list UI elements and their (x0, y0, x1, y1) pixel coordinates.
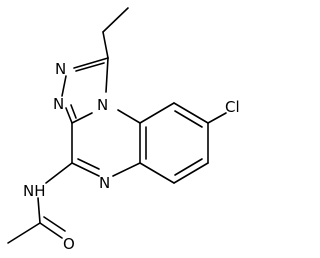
bond-ethyl-ch2 (102, 31, 109, 59)
molecule-structure: N N N N Cl NH O (7, 7, 240, 253)
atom-n-triazole-2: N (53, 95, 64, 113)
bond-c9a-c10 (139, 102, 175, 124)
bond-c10-c11-double-inner (174, 110, 203, 128)
bond-c-o-double (39, 222, 63, 239)
atom-n-bridgehead: N (97, 96, 108, 114)
bond-c4-n5-double (71, 162, 100, 177)
bond-c1-n2-double (73, 57, 109, 69)
bond-c11-cl (207, 112, 227, 124)
bond-n3-c3a-double-inner (70, 104, 77, 119)
bond-nh-co (37, 197, 41, 224)
bond-c12-c13-double-inner (174, 158, 203, 176)
bond-c4-n5-double-inner (77, 158, 100, 170)
bond-c9a-n9 (117, 109, 141, 124)
bond-n2-n3 (61, 75, 67, 97)
bond-c10-c11-double (173, 102, 209, 124)
bond-n5-c5a (112, 162, 141, 177)
bond-c13-c5a (139, 162, 175, 184)
bond-n9-c1 (105, 57, 109, 93)
atom-amide-nh: NH (23, 182, 46, 200)
bond-c4-nh (45, 162, 73, 184)
atom-n-pyrazine: N (99, 174, 110, 192)
structure-canvas: N N N N Cl NH O (7, 7, 240, 253)
bond-ethyl-ch3 (102, 7, 129, 33)
atom-n-triazole-1: N (55, 60, 66, 78)
bond-c12-c13-double (173, 162, 209, 184)
bond-n3-c3a-double (65, 107, 73, 124)
bond-c-o-double-inner (43, 216, 66, 232)
bond-c3a-n9 (71, 112, 93, 124)
atom-carbonyl-o: O (63, 235, 75, 253)
bond-c1-n2-double-inner (75, 62, 105, 72)
bond-co-ch3 (7, 222, 41, 244)
atom-chlorine: Cl (225, 98, 240, 116)
